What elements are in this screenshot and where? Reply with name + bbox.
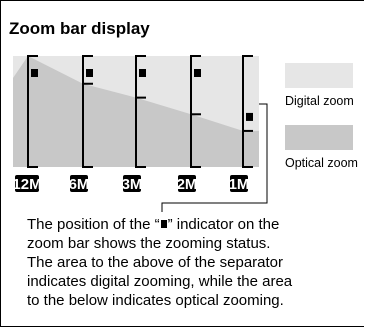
- zoom-indicator-icon: [139, 69, 146, 77]
- zoom-bar-bracket: [135, 55, 146, 168]
- zoom-bar-bracket: [82, 55, 93, 168]
- resolution-badge: [230, 175, 248, 192]
- zoom-bar: 1M: [229, 55, 253, 193]
- figure-title: Zoom bar display: [9, 19, 150, 38]
- indicator-callout-line: [161, 103, 268, 212]
- resolution-badge-label: 12M: [12, 176, 41, 193]
- resolution-badge: [123, 175, 141, 192]
- zoom-bar-bracket: [190, 55, 201, 168]
- resolution-badge: [70, 175, 88, 192]
- zoom-bars: 12M 6M 3M 2M 1M: [12, 55, 253, 193]
- caption: The position of the “” indicator on the …: [27, 215, 361, 310]
- caption-line-5: to the below indicates optical zooming.: [27, 292, 284, 309]
- resolution-badge: [178, 175, 196, 192]
- optical-zoom-swatch: [285, 125, 353, 150]
- zoom-bar: 6M: [69, 55, 93, 193]
- optical-zoom-label: Optical zoom: [285, 156, 358, 170]
- resolution-badge-label: 3M: [122, 176, 143, 193]
- zoom-bar: 2M: [177, 55, 201, 193]
- caption-line-3: The area to the above of the separator: [27, 254, 284, 271]
- zoom-indicator-icon: [246, 112, 253, 121]
- digital-zoom-swatch: [285, 63, 353, 88]
- caption-line-1-start: The position of the “: [27, 216, 160, 233]
- resolution-badge-label: 1M: [229, 176, 250, 193]
- zoom-indicator-icon: [160, 220, 167, 228]
- resolution-badge: [15, 175, 39, 192]
- caption-line-1-end: ” indicator on the: [167, 216, 280, 233]
- resolution-badge-label: 2M: [177, 176, 198, 193]
- zoom-bar-bracket: [27, 55, 38, 168]
- zoom-bar: 12M: [12, 55, 42, 193]
- zoom-indicator-icon: [194, 69, 201, 77]
- zoom-indicator-icon: [86, 69, 93, 77]
- resolution-badge-label: 6M: [69, 176, 90, 193]
- caption-line-4: indicates digital zooming, while the are…: [27, 273, 293, 290]
- digital-zoom-label: Digital zoom: [285, 94, 354, 108]
- caption-line-2: zoom bar shows the zooming status.: [27, 235, 271, 252]
- caption-line-1: The position of the “ ” indicator on the: [27, 215, 361, 234]
- zoom-bar: 3M: [122, 55, 146, 193]
- zoom-indicator-icon: [31, 69, 38, 77]
- zoom-bar-bracket: [242, 55, 253, 168]
